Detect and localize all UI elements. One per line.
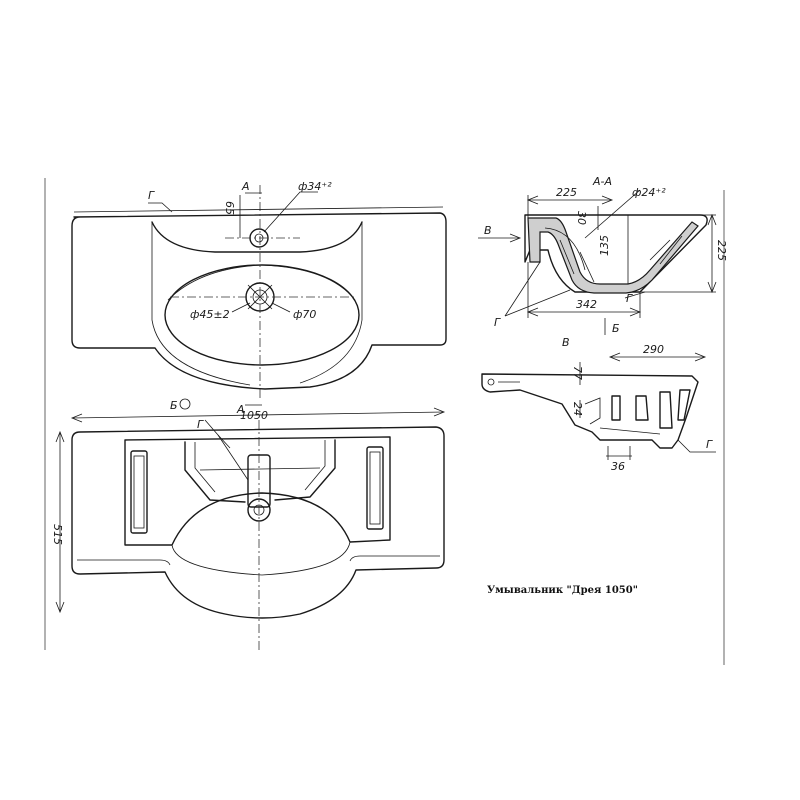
bottom-view — [55, 398, 446, 650]
top-label-g: Г — [148, 189, 155, 202]
section-label-b: Б — [612, 322, 620, 335]
section-title: А-А — [592, 175, 612, 188]
view-v-dim-width: 290 — [643, 343, 664, 356]
section-label-g-2: Г — [626, 292, 633, 305]
bottom-dim-depth: 515 — [51, 524, 64, 545]
top-dim-tap-hole: ф34⁺² — [298, 180, 332, 193]
section-dim-width: 225 — [556, 186, 577, 199]
section-dim-bowl-depth: 135 — [598, 235, 611, 256]
section-dim-bottom: 342 — [576, 298, 597, 311]
view-v-dim-a: 77 — [571, 366, 584, 380]
section-dim-height: 225 — [715, 240, 728, 261]
view-v-label: В — [562, 336, 570, 349]
top-label-a-bottom: А — [236, 403, 245, 416]
section-dim-rim: 30 — [575, 211, 588, 225]
top-label-a: А — [241, 180, 250, 193]
bottom-label-g: Г — [197, 418, 204, 431]
top-dim-drain: ф45±2 — [190, 308, 230, 321]
top-view — [71, 185, 447, 406]
drawing-title: Умывальник "Дрея 1050" — [487, 585, 638, 596]
section-view — [478, 189, 717, 335]
top-dim-overflow: ф70 — [293, 308, 316, 321]
section-dim-hole: ф24⁺² — [632, 186, 666, 199]
bottom-label-b: Б — [170, 399, 178, 412]
bottom-dim-width: 1050 — [240, 409, 268, 422]
section-label-g: Г — [494, 316, 501, 329]
view-v — [481, 352, 716, 460]
top-dim-65: 65 — [223, 201, 236, 215]
view-v-dim-c: 36 — [611, 460, 625, 473]
section-label-v: В — [484, 224, 492, 237]
view-v-dim-b: 24 — [571, 402, 584, 416]
view-v-label-g: Г — [706, 438, 713, 451]
